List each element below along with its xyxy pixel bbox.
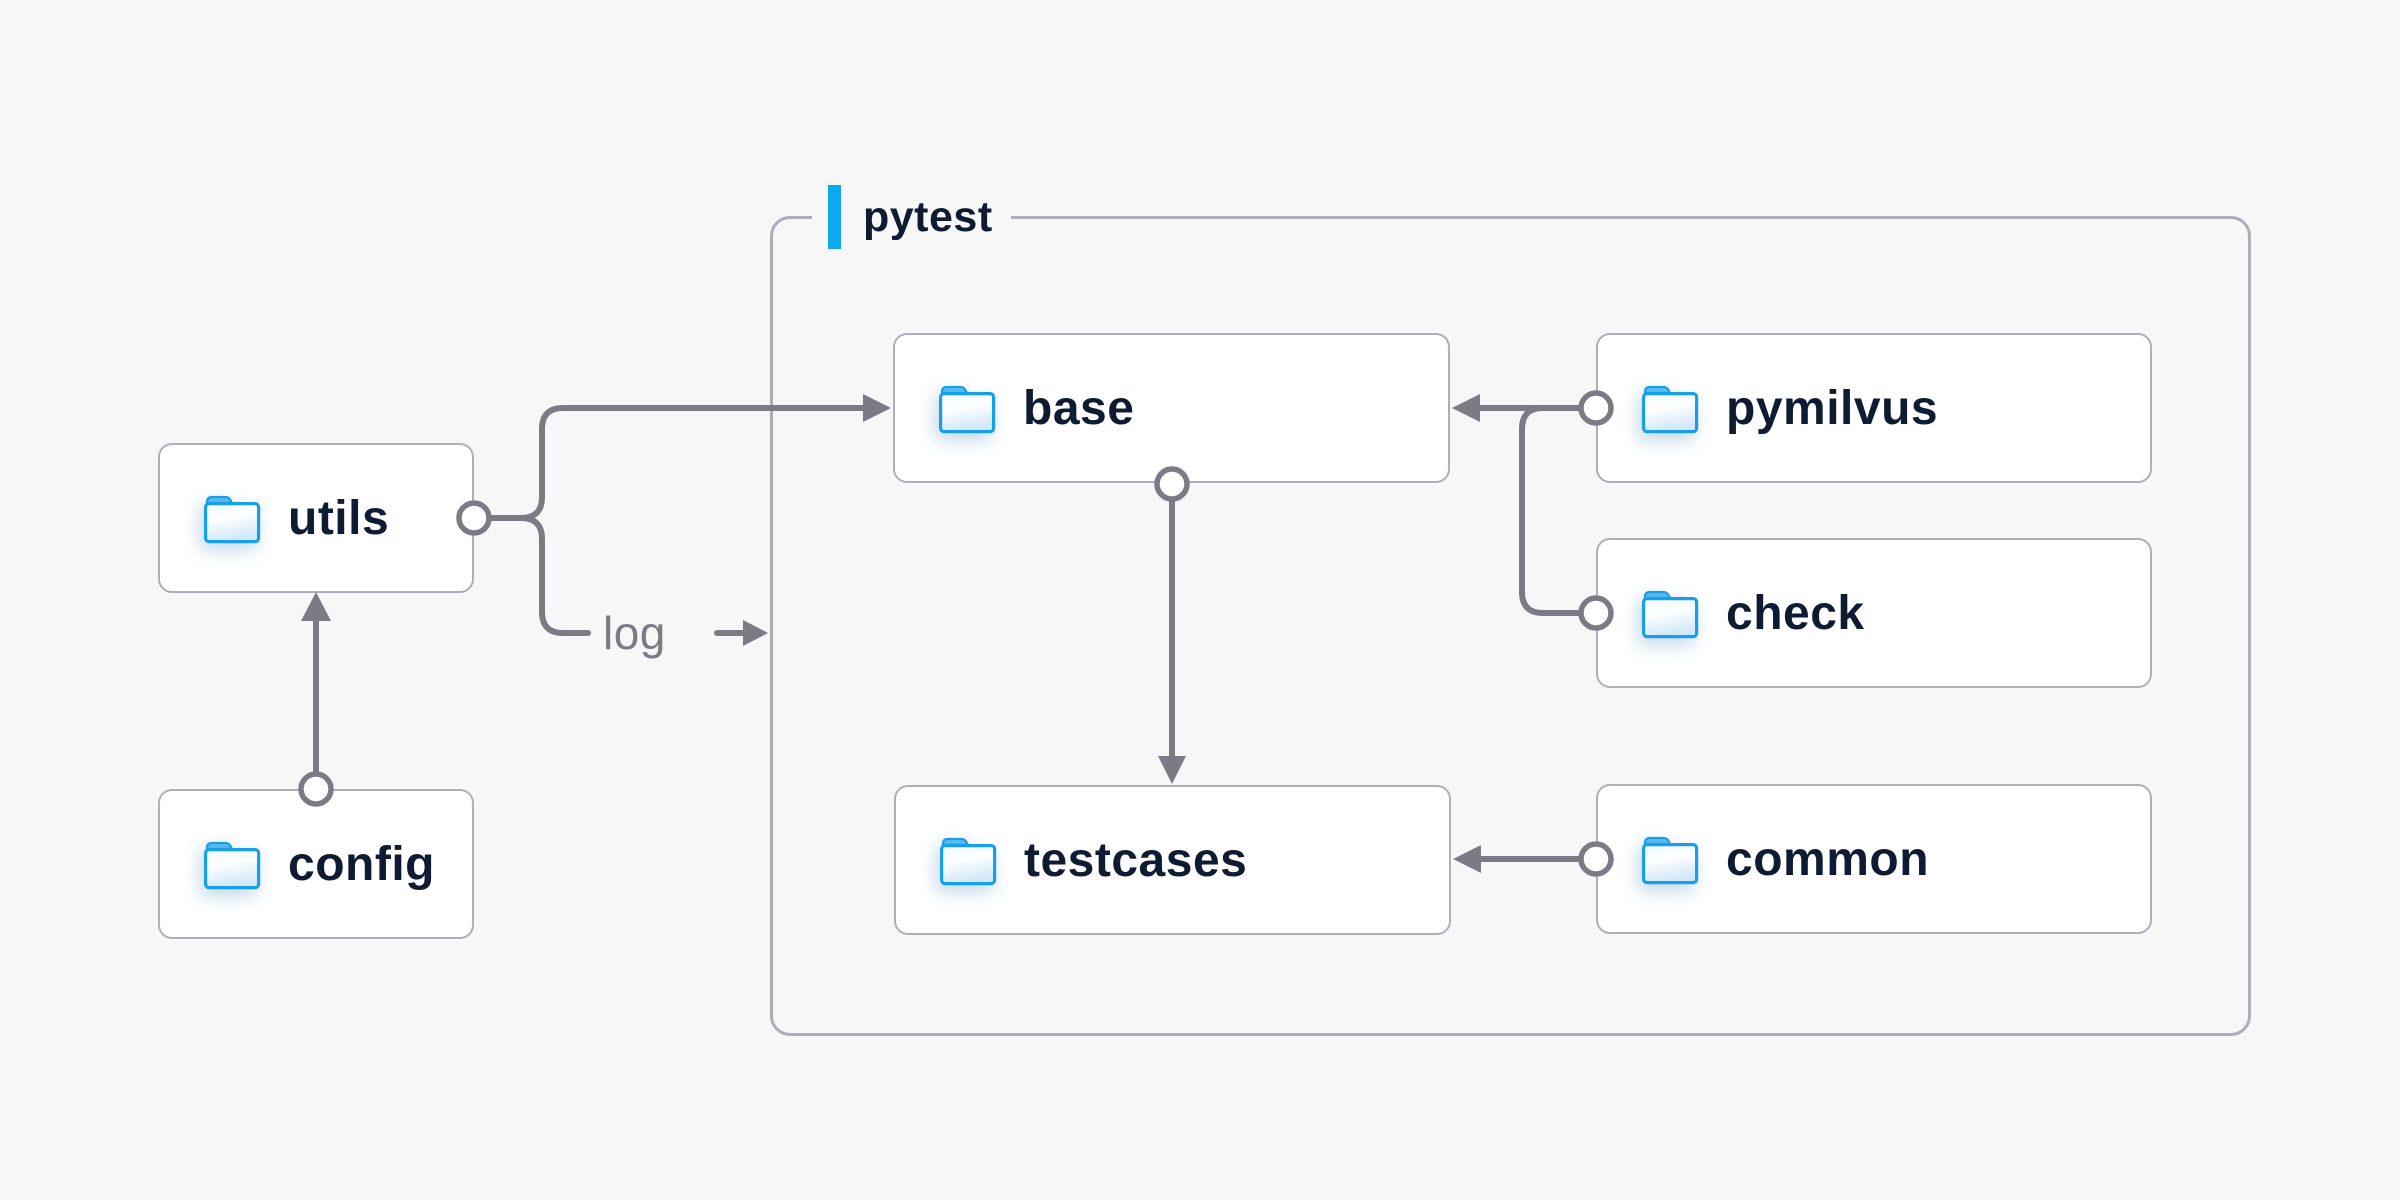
- folder-icon: [203, 495, 261, 544]
- arrowhead-right-icon: [743, 620, 768, 646]
- node-label-utils: utils: [288, 491, 390, 545]
- folder-icon: [938, 385, 996, 434]
- node-label-base: base: [1023, 381, 1135, 435]
- node-label-common: common: [1726, 832, 1930, 886]
- edge-config-utils: [298, 592, 334, 807]
- folder-icon: [1641, 385, 1699, 434]
- node-label-check: check: [1726, 586, 1865, 640]
- node-common[interactable]: common: [1596, 784, 2152, 934]
- folder-icon: [203, 841, 261, 890]
- node-utils[interactable]: utils: [158, 443, 474, 593]
- node-pymilvus[interactable]: pymilvus: [1596, 333, 2152, 483]
- folder-icon: [939, 837, 997, 886]
- pytest-group-title: pytest: [863, 192, 993, 241]
- node-label-testcases: testcases: [1024, 833, 1248, 887]
- folder-icon: [1641, 836, 1699, 885]
- arrowhead-up-icon: [301, 592, 331, 621]
- log-edge-label: log: [603, 607, 666, 659]
- node-config[interactable]: config: [158, 789, 474, 939]
- pytest-group-box: [770, 216, 2251, 1036]
- node-label-pymilvus: pymilvus: [1726, 381, 1939, 435]
- node-base[interactable]: base: [893, 333, 1450, 483]
- pytest-group-label: pytest: [812, 184, 1011, 250]
- node-testcases[interactable]: testcases: [894, 785, 1451, 935]
- folder-icon: [1641, 590, 1699, 639]
- node-check[interactable]: check: [1596, 538, 2152, 688]
- node-label-config: config: [288, 837, 435, 891]
- accent-bar: [828, 185, 841, 249]
